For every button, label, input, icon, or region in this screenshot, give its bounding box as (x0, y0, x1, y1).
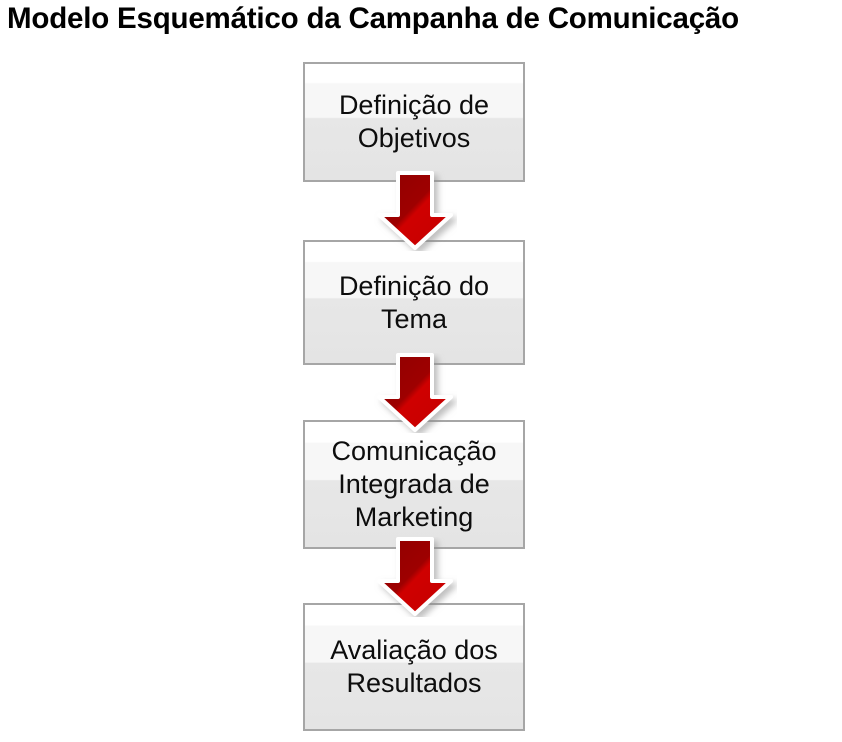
page-title: Modelo Esquemático da Campanha de Comuni… (7, 2, 739, 35)
process-box-label: Definição de Objetivos (338, 90, 490, 153)
process-box-label: Avaliação dos Resultados (330, 635, 498, 698)
down-arrow-icon (373, 353, 457, 433)
down-arrow-icon (373, 537, 457, 617)
process-box-step-1[interactable]: Definição de Objetivos (303, 62, 525, 182)
process-box-label: Comunicação Integrada de Marketing (331, 436, 497, 532)
down-arrow-icon (373, 171, 457, 251)
process-box-step-3[interactable]: Comunicação Integrada de Marketing (303, 420, 525, 549)
process-box-step-4[interactable]: Avaliação dos Resultados (303, 603, 525, 731)
process-box-step-2[interactable]: Definição do Tema (303, 240, 525, 365)
process-box-label: Definição do Tema (338, 270, 490, 334)
